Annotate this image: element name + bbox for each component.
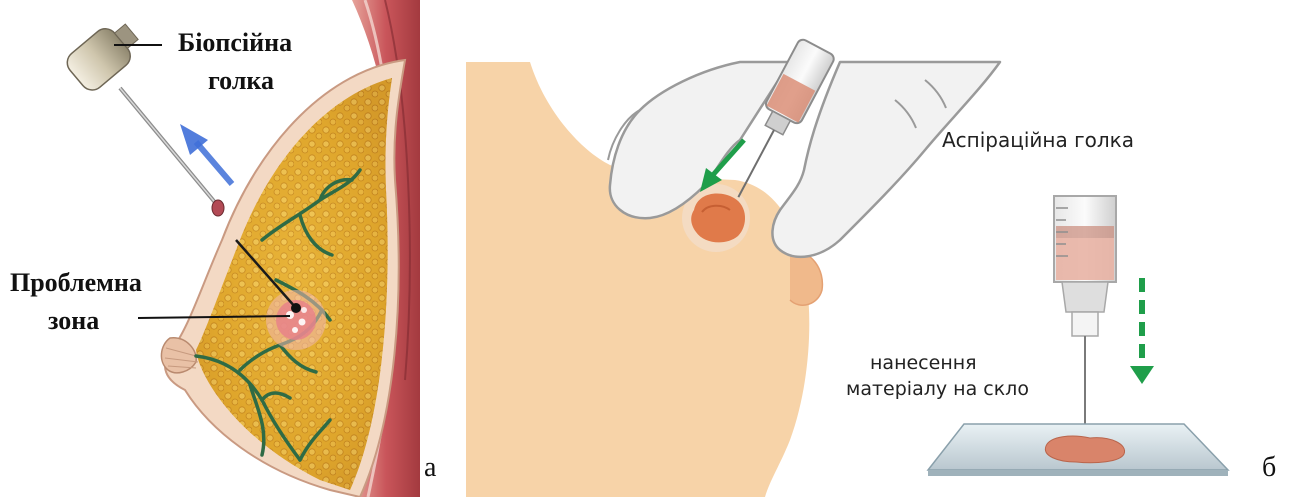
apply-label-line1: нанесення [870, 352, 977, 374]
glove-left [610, 62, 790, 218]
withdraw-arrow-icon [180, 124, 232, 184]
insert-arrow-icon [700, 140, 744, 192]
apply-label-line2: матеріалу на скло [846, 378, 1029, 400]
vertical-syringe [1054, 196, 1116, 432]
body-skin [466, 62, 809, 497]
glass-slide [928, 424, 1228, 476]
needle-label-line2: голка [208, 66, 274, 96]
apply-arrow-icon [1130, 278, 1154, 384]
zone-label-line1: Проблемна [10, 268, 142, 298]
lesion [266, 290, 326, 350]
zone-label-line2: зона [48, 306, 99, 336]
glove-right [772, 62, 1000, 257]
panel-b-letter: б [1262, 452, 1276, 484]
aspiration-needle-label: Аспіраційна голка [942, 128, 1134, 152]
panel-a-letter: а [424, 452, 436, 484]
needle-label-line1: Біопсійна [178, 28, 292, 58]
skin-lesion [682, 184, 750, 252]
aspiration-syringe [721, 38, 836, 207]
